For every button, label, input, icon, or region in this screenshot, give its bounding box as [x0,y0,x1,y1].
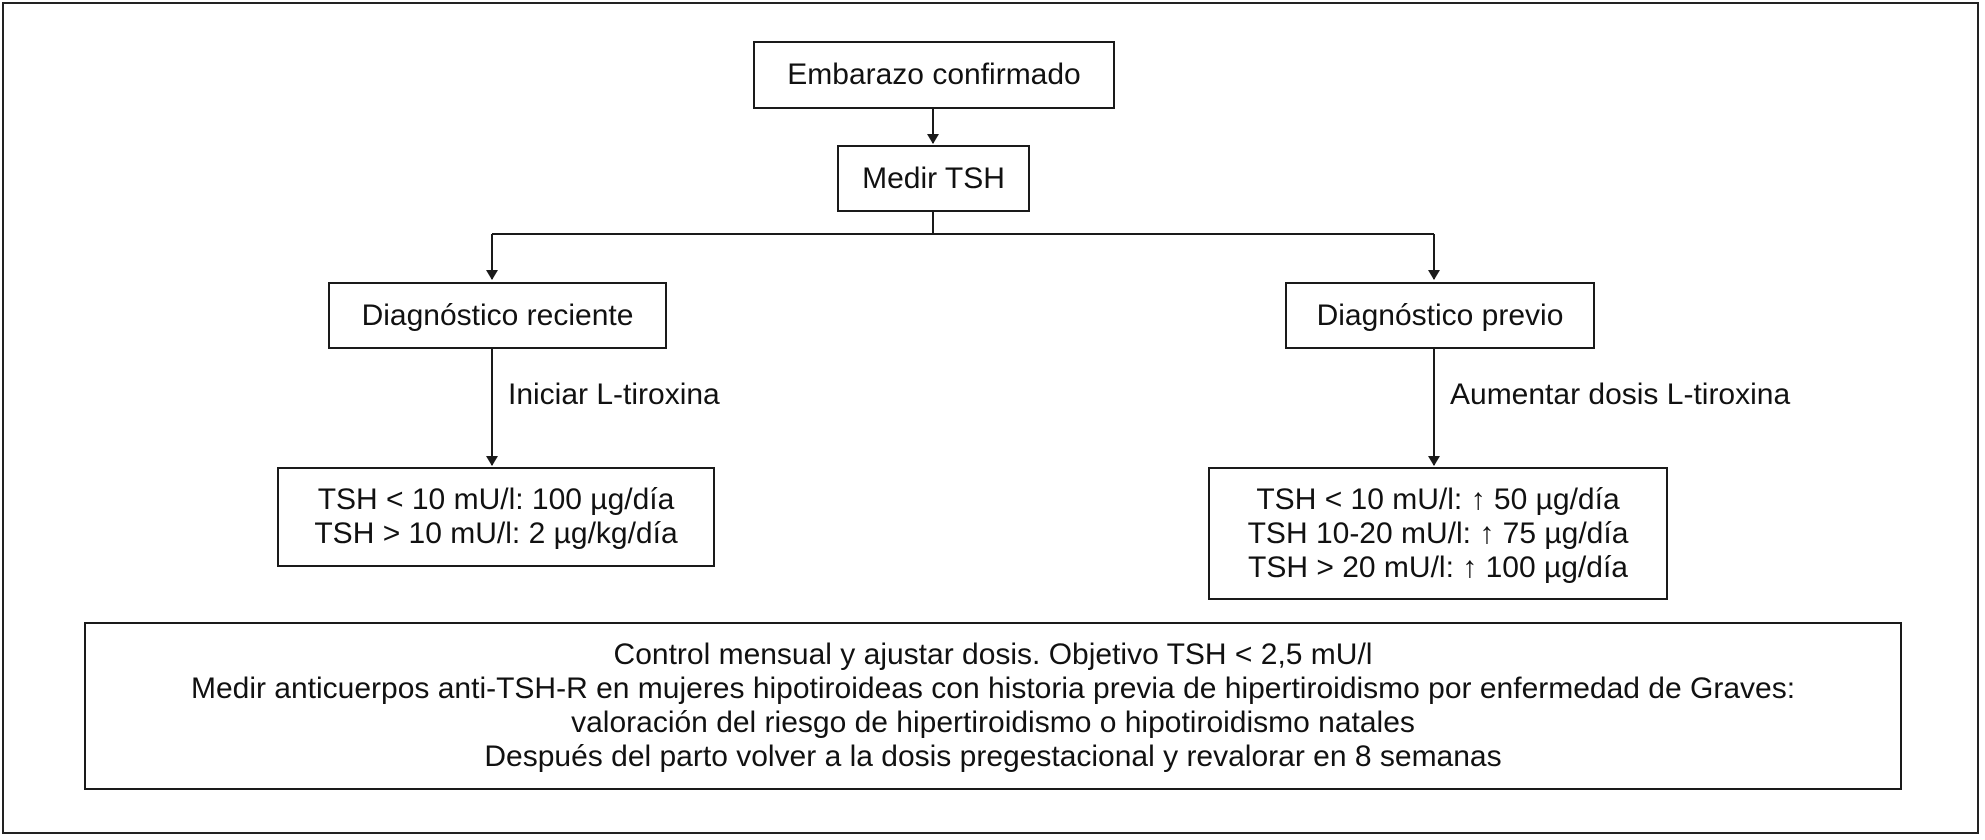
footer-note-line: Medir anticuerpos anti-TSH-R en mujeres … [190,672,1796,705]
pregnancy-confirmed-box: Embarazo confirmado [753,41,1115,109]
start-levothyroxine-label: Iniciar L-tiroxina [508,378,720,411]
previous-diagnosis-box: Diagnóstico previo [1285,282,1595,349]
measure-tsh-box: Medir TSH [837,145,1030,212]
previous-diagnosis-label: Diagnóstico previo [1316,298,1564,332]
previous-dose-box: TSH < 10 mU/l: ↑ 50 µg/día TSH 10-20 mU/… [1208,467,1668,600]
measure-tsh-label: Medir TSH [862,161,1005,195]
previous-dose-line: TSH < 10 mU/l: ↑ 50 µg/día [1256,482,1620,516]
recent-dose-line: TSH > 10 mU/l: 2 µg/kg/día [314,517,678,550]
recent-dose-box: TSH < 10 mU/l: 100 µg/día TSH > 10 mU/l:… [277,467,715,567]
footer-note-line: Control mensual y ajustar dosis. Objetiv… [613,638,1373,671]
previous-dose-line: TSH 10-20 mU/l: ↑ 75 µg/día [1247,516,1629,550]
footer-note-line: Después del parto volver a la dosis preg… [484,740,1502,773]
recent-dose-line: TSH < 10 mU/l: 100 µg/día [317,483,675,516]
pregnancy-confirmed-label: Embarazo confirmado [787,58,1081,91]
footer-notes-box: Control mensual y ajustar dosis. Objetiv… [84,622,1902,790]
previous-dose-line: TSH > 20 mU/l: ↑ 100 µg/día [1248,550,1628,584]
increase-levothyroxine-label: Aumentar dosis L-tiroxina [1450,378,1791,411]
recent-diagnosis-label: Diagnóstico reciente [361,298,634,332]
footer-note-line: valoración del riesgo de hipertiroidismo… [571,706,1415,739]
recent-diagnosis-box: Diagnóstico reciente [328,282,667,349]
